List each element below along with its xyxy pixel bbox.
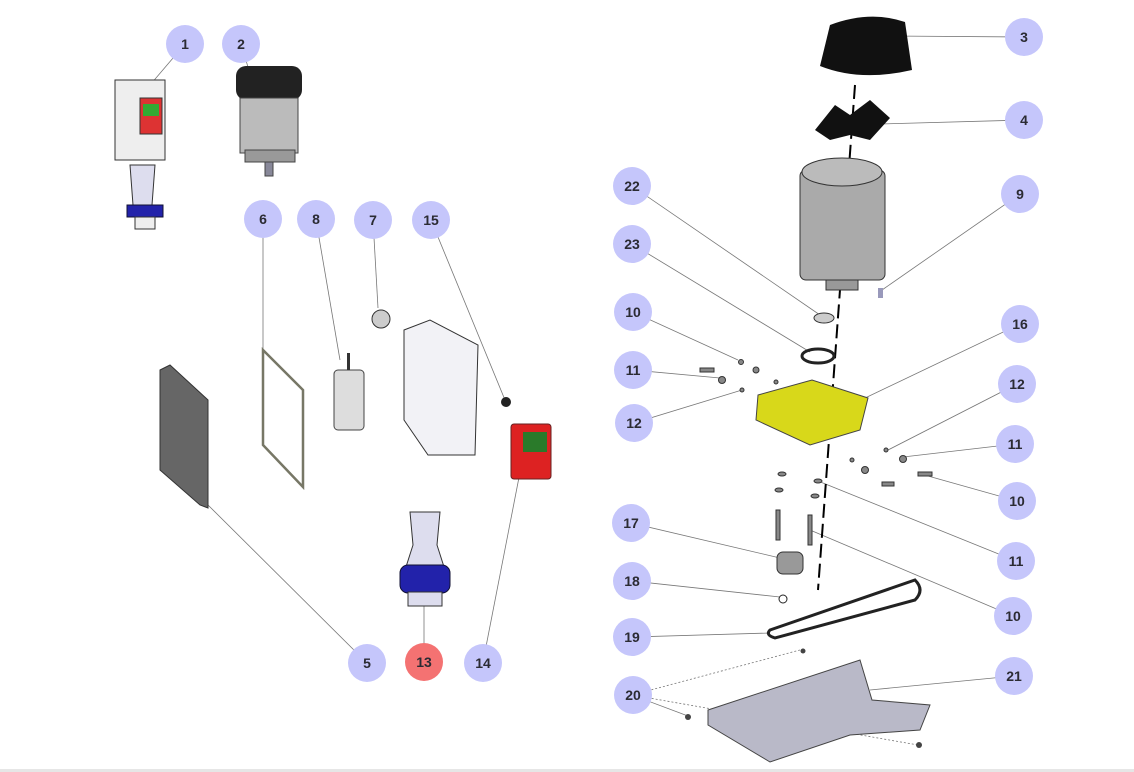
callout-20[interactable]: 20 [614,676,652,714]
part-grommet [501,397,511,407]
callout-6[interactable]: 6 [244,200,282,238]
callout-19[interactable]: 19 [613,618,651,656]
callout-14[interactable]: 14 [464,644,502,682]
part-cable-gland [371,309,391,329]
part-plug [399,511,451,607]
callout-23[interactable]: 23 [613,225,651,263]
part-screws [685,648,922,748]
callout-10[interactable]: 10 [994,597,1032,635]
part-belt [766,578,922,640]
callout-3[interactable]: 3 [1005,18,1043,56]
part-switch-box [114,79,166,230]
part-switch-housing [403,319,479,456]
callout-21[interactable]: 21 [995,657,1033,695]
part-switch [510,423,552,480]
part-key [878,288,883,298]
callout-2[interactable]: 2 [222,25,260,63]
part-bearing [813,312,835,324]
part-motor-plate [755,379,869,446]
part-fasteners [699,359,933,546]
callout-10[interactable]: 10 [614,293,652,331]
callout-8[interactable]: 8 [297,200,335,238]
part-motor-body [799,157,886,291]
callout-11[interactable]: 11 [614,351,652,389]
callout-22[interactable]: 22 [613,167,651,205]
callout-11[interactable]: 11 [996,425,1034,463]
callout-10[interactable]: 10 [998,482,1036,520]
callout-1[interactable]: 1 [166,25,204,63]
part-gasket [261,346,305,491]
bottom-divider [0,769,1134,772]
callout-16[interactable]: 16 [1001,305,1039,343]
part-belt-guard [707,659,931,763]
callout-12[interactable]: 12 [998,365,1036,403]
part-fan-cover [820,16,912,76]
part-capacitor [333,353,365,431]
part-fan [815,100,890,140]
callout-9[interactable]: 9 [1001,175,1039,213]
callout-13[interactable]: 13 [405,643,443,681]
part-seal-ring [800,347,836,365]
callout-12[interactable]: 12 [615,404,653,442]
callout-4[interactable]: 4 [1005,101,1043,139]
part-circlip [778,594,788,604]
leader-lines [149,35,1025,746]
callout-5[interactable]: 5 [348,644,386,682]
callout-11[interactable]: 11 [997,542,1035,580]
callout-17[interactable]: 17 [612,504,650,542]
callout-7[interactable]: 7 [354,201,392,239]
callout-18[interactable]: 18 [613,562,651,600]
callout-15[interactable]: 15 [412,201,450,239]
part-motor [236,66,302,177]
part-pulley [776,551,804,575]
part-box-lid [159,364,209,509]
